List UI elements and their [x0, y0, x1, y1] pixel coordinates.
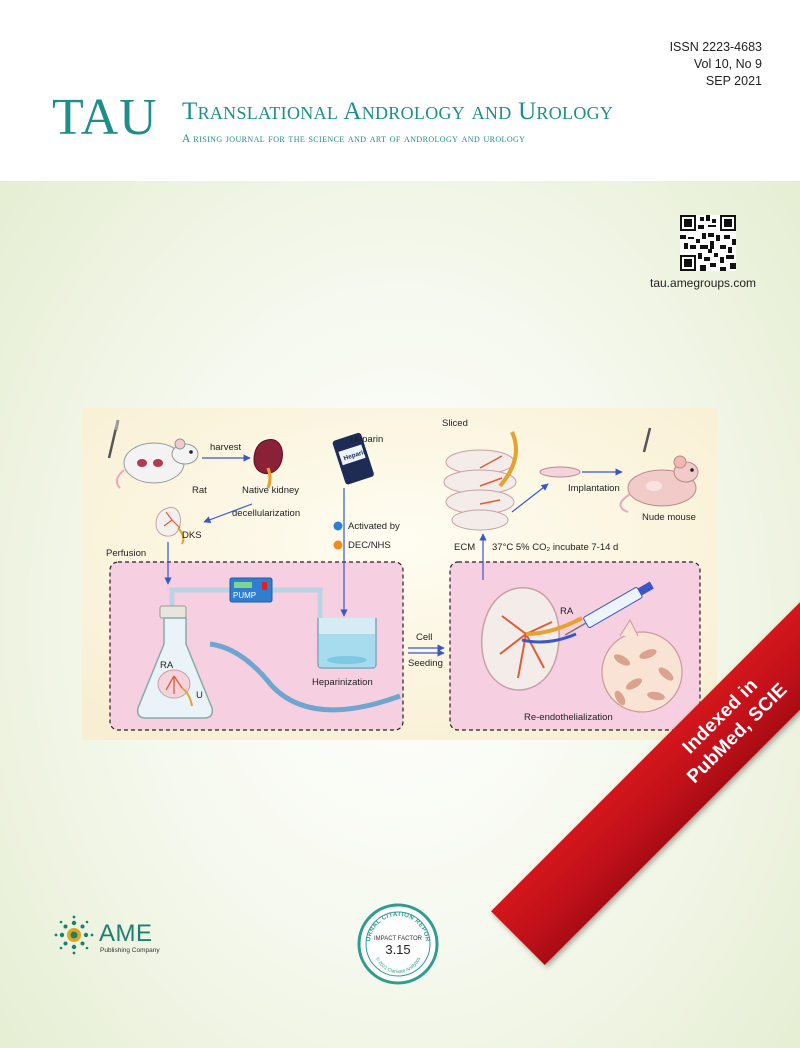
beaker-icon: [317, 618, 377, 669]
label-nude-mouse: Nude mouse: [642, 512, 696, 523]
volume-issue: Vol 10, No 9: [693, 57, 762, 71]
label-ra-left: RA: [160, 660, 174, 671]
label-pump: PUMP: [233, 591, 256, 600]
label-heparinization: Heparinization: [312, 677, 373, 688]
label-ra-right: RA: [560, 606, 574, 617]
seeded-kidney-illustration: [480, 587, 583, 691]
label-native-kidney: Native kidney: [242, 485, 299, 496]
journal-logo: TAU: [52, 89, 158, 146]
cover-header: ISSN 2223-4683 Vol 10, No 9 SEP 2021 TAU…: [0, 0, 800, 181]
label-seeding: Seeding: [408, 658, 443, 669]
journal-subtitle: A rising journal for the science and art…: [182, 132, 526, 145]
impact-factor-label: IMPACT FACTOR: [374, 936, 423, 942]
label-u: U: [196, 690, 203, 701]
ame-name: AME: [99, 920, 153, 947]
decellularized-kidney-icon: [155, 506, 185, 545]
label-sliced: Sliced: [442, 418, 468, 429]
qr-code-icon[interactable]: [680, 215, 736, 271]
label-implantation: Implantation: [568, 483, 620, 494]
nude-mouse-illustration: [619, 455, 699, 513]
label-ecm: ECM: [454, 542, 475, 553]
impact-factor-badge: JOURNAL CITATION REPORTS IMPACT FACTOR 3…: [357, 903, 439, 985]
label-activated-by: Activated by: [348, 521, 400, 532]
ame-logo-icon: [54, 915, 94, 955]
label-harvest: harvest: [210, 442, 242, 453]
label-heparin: Heparin: [350, 434, 383, 445]
website-url[interactable]: tau.amegroups.com: [650, 276, 757, 290]
dec-nhs-dot: [333, 540, 343, 550]
label-cell: Cell: [416, 632, 432, 643]
ame-subtitle: Publishing Company: [100, 947, 160, 954]
label-perfusion: Perfusion: [106, 548, 146, 559]
cover-illustration: Rat harvest Native kidney decellularizat…: [82, 408, 717, 740]
activated-dot: [333, 521, 343, 531]
impact-factor-value: 3.15: [385, 942, 410, 957]
scalpel-icon: [107, 419, 120, 459]
syringe-icon: [564, 581, 654, 636]
issue-date: SEP 2021: [705, 74, 762, 88]
cell-zoom-illustration: [601, 618, 683, 713]
label-incubate: 37°C 5% CO₂ incubate 7-14 d: [492, 542, 618, 553]
rat-illustration: [115, 438, 199, 489]
issn: ISSN 2223-4683: [669, 40, 762, 54]
label-decellularization: decellularization: [232, 508, 300, 519]
label-rat: Rat: [192, 485, 207, 496]
scalpel-icon-right: [642, 427, 652, 453]
label-dec-nhs: DEC/NHS: [348, 540, 391, 551]
petri-dish-icon: [539, 466, 581, 478]
label-reendothelialization: Re-endothelialization: [524, 712, 613, 723]
native-kidney-illustration: [253, 439, 283, 475]
label-dks: DKS: [182, 530, 202, 541]
journal-title: Translational Andrology and Urology: [182, 98, 614, 125]
heparin-vial-icon: Heparin: [332, 432, 374, 485]
sliced-kidney-illustration: [443, 431, 518, 531]
flask-icon: [136, 605, 401, 719]
